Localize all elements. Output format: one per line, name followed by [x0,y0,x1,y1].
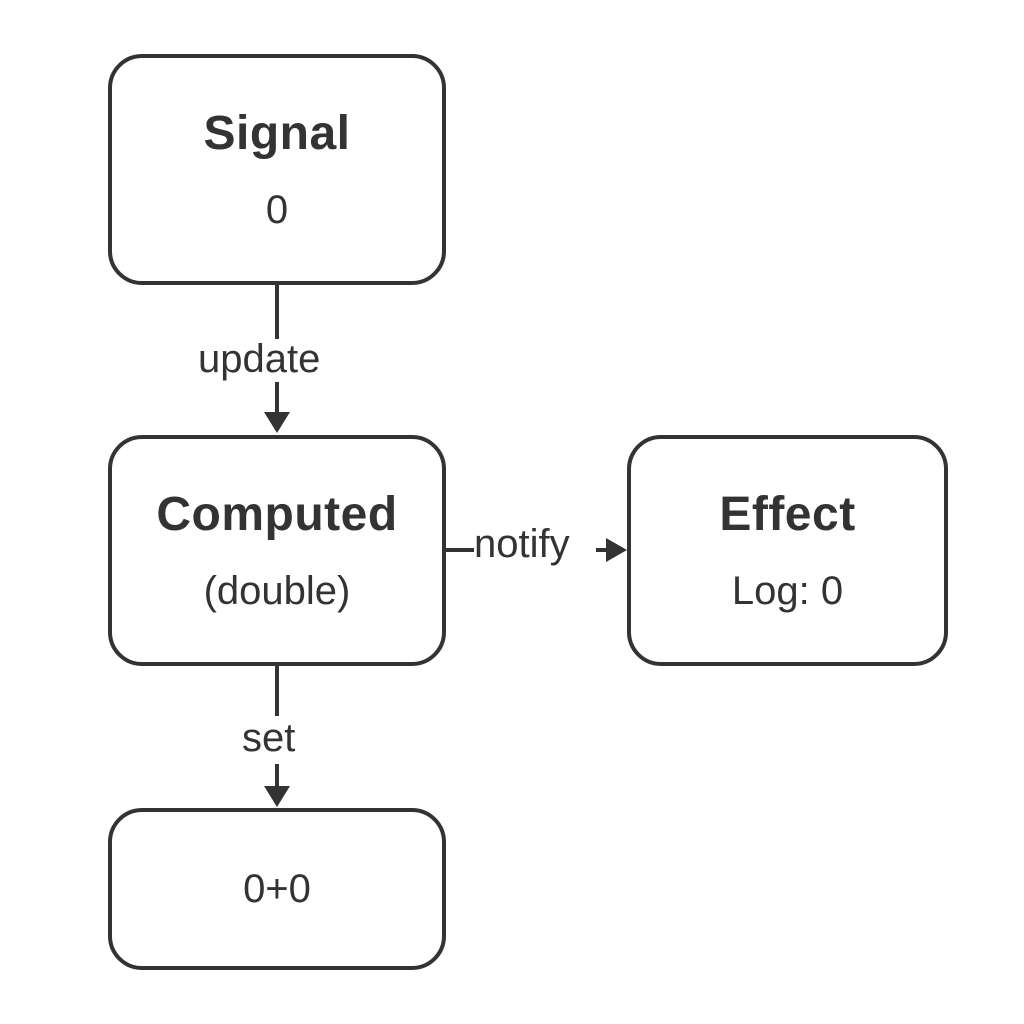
edge-label-update: update [194,339,325,379]
effect-node-value: Log: 0 [731,568,844,613]
computed-node: Computed (double) [108,435,446,666]
edge-notify-arrowhead [606,538,627,562]
effect-node: Effect Log: 0 [627,435,948,666]
result-node: 0+0 [108,808,446,970]
signal-node-title: Signal [203,106,351,160]
edge-label-notify: notify [474,522,570,566]
computed-node-title: Computed [156,487,398,541]
signal-node-value: 0 [265,187,289,232]
edge-set-arrowhead [264,786,290,807]
signal-node: Signal 0 [108,54,446,285]
result-node-value: 0+0 [243,867,311,911]
effect-node-title: Effect [719,487,856,541]
edge-label-set: set [238,718,300,758]
edge-update-arrowhead [264,412,290,433]
computed-node-value: (double) [203,568,351,613]
